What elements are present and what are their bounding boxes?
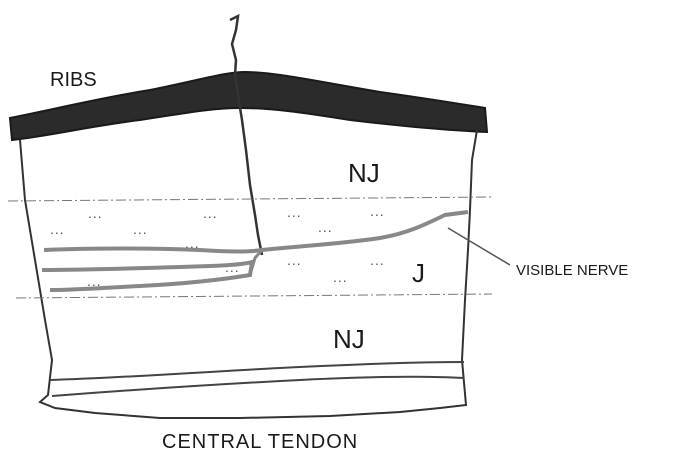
nerve-trunk: [230, 16, 262, 255]
dot-mark: ...: [287, 252, 302, 268]
dot-cluster-group: ... ... ... ... ... ... ... ... ... ... …: [50, 203, 385, 289]
dot-mark: ...: [88, 205, 103, 221]
label-nj-bottom: NJ: [333, 324, 365, 354]
dot-mark: ...: [287, 204, 302, 220]
label-j: J: [412, 258, 425, 288]
label-ribs: RIBS: [50, 69, 97, 91]
dashed-line-top: [8, 197, 492, 201]
dot-mark: ...: [87, 273, 102, 289]
dot-mark: ...: [318, 219, 333, 235]
tendon-layer-lower: [52, 377, 464, 396]
dot-mark: ...: [225, 259, 240, 275]
visible-nerve-lower: [42, 262, 252, 290]
dot-mark: ...: [133, 221, 148, 237]
dot-mark: ...: [185, 235, 200, 251]
dot-mark: ...: [370, 203, 385, 219]
label-nj-top: NJ: [348, 158, 380, 188]
label-central-tendon: CENTRAL TENDON: [162, 431, 358, 453]
dot-mark: ...: [370, 252, 385, 268]
dashed-line-bottom: [16, 294, 492, 298]
label-visible-nerve: VISIBLE NERVE: [516, 262, 628, 279]
dot-mark: ...: [333, 269, 348, 285]
visible-nerve-leader: [448, 228, 510, 265]
dot-mark: ...: [203, 205, 218, 221]
dot-mark: ...: [50, 221, 65, 237]
